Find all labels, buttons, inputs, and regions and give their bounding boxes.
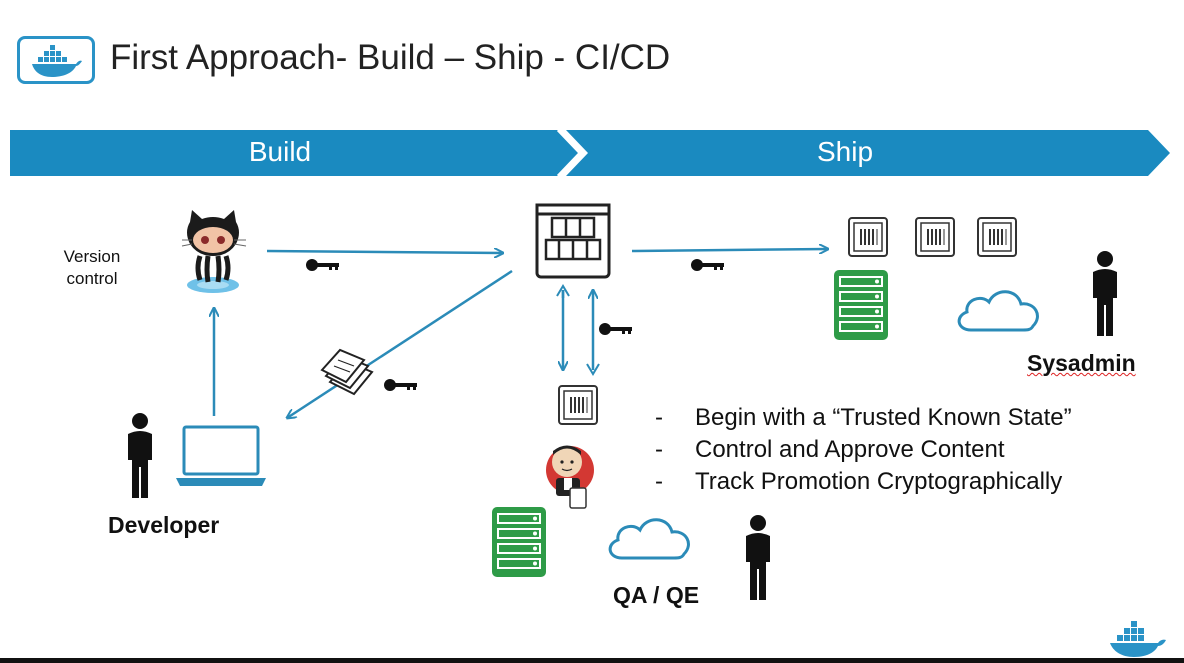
container-icon: [977, 217, 1017, 257]
registry-icon: [535, 203, 611, 279]
person-icon: [746, 515, 770, 600]
bullet-item: -Control and Approve Content: [655, 436, 1005, 463]
docker-whale-icon: [1110, 621, 1166, 657]
person-icon: [1093, 251, 1117, 336]
bullet-text: Control and Approve Content: [695, 436, 1005, 463]
bullet-text: Track Promotion Cryptographically: [695, 468, 1063, 495]
github-octocat-icon: [181, 210, 247, 293]
key-icon: [384, 379, 417, 391]
documents-icon: [320, 348, 374, 396]
server-icon: [834, 270, 888, 340]
bullet-item: -Begin with a “Trusted Known State”: [655, 404, 1072, 431]
docker-logo-icon: [17, 36, 95, 84]
person-icon: [128, 413, 152, 498]
page-title: First Approach- Build – Ship - CI/CD: [110, 38, 671, 77]
container-icon: [848, 217, 888, 257]
key-icon: [691, 259, 724, 271]
version-control-line1: Version: [63, 247, 121, 266]
sysadmin-label: Sysadmin: [1027, 350, 1136, 376]
laptop-icon: [176, 425, 266, 486]
container-icon: [915, 217, 955, 257]
key-icon: [306, 259, 339, 271]
arrow-registry-to-developer: [287, 269, 513, 418]
bullet-text: Begin with a “Trusted Known State”: [695, 404, 1072, 431]
qa-qe-label: QA / QE: [613, 582, 700, 608]
jenkins-icon: [546, 445, 594, 509]
version-control-line2: control: [66, 269, 118, 288]
cloud-icon: [957, 290, 1039, 332]
version-control-label: Version control: [52, 246, 132, 290]
bullet-list: -Begin with a “Trusted Known State” -Con…: [655, 402, 1072, 498]
arrow-github-to-registry: [266, 251, 503, 253]
banner-ship-label: Ship: [816, 136, 874, 167]
bullet-item: -Track Promotion Cryptographically: [655, 468, 1063, 495]
key-icon: [599, 323, 632, 335]
banner-build-label: Build: [248, 136, 312, 167]
server-icon: [492, 507, 546, 577]
bottom-border: [0, 658, 1184, 663]
arrow-registry-to-production: [631, 249, 828, 251]
developer-label: Developer: [108, 512, 220, 538]
container-icon: [558, 385, 598, 425]
build-ship-banner: [10, 128, 1170, 178]
cloud-icon: [608, 518, 690, 560]
